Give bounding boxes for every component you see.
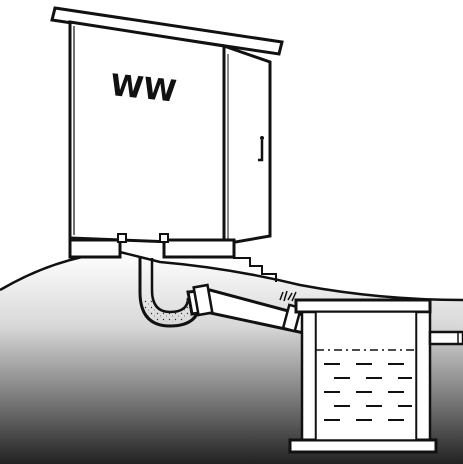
shelter-front-wall (70, 22, 224, 244)
door-sign: WW (108, 68, 177, 110)
leach-pit (290, 300, 436, 452)
overflow-pipe (430, 332, 463, 344)
